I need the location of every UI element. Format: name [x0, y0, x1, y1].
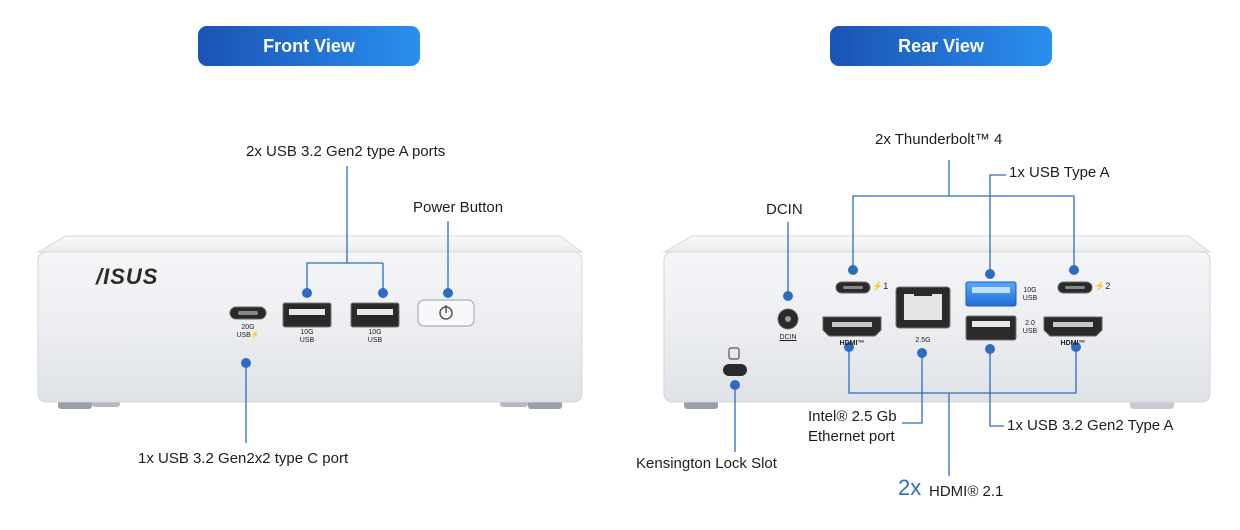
thunderbolt-2-tongue: [1065, 286, 1085, 289]
callout-power-button: Power Button: [413, 199, 504, 216]
rear-callout-lines: [734, 160, 1077, 476]
front-usba1-type-label: USB: [299, 337, 315, 344]
rear-hdmi2-port-label: HDMI™: [1060, 340, 1086, 347]
rear-usb10g-type-label: USB: [1022, 295, 1038, 302]
ethernet-contacts: [904, 294, 942, 320]
rear-top-lid: [662, 235, 1212, 253]
ethernet-notch: [914, 290, 932, 296]
rear-usb10g-speed-label: 10G: [1023, 287, 1037, 294]
callout-usb-a-ports: 2x USB 3.2 Gen2 type A ports: [246, 143, 446, 160]
front-usbc-speed-label: 20G: [241, 324, 255, 331]
rear-usb-2-port: [965, 315, 1017, 341]
rear-unit: [662, 235, 1212, 409]
front-top-lid: [36, 235, 584, 253]
front-callout-dots: [241, 288, 453, 368]
rear-callout-dots: [730, 265, 1081, 390]
rear-usb-10g-port: [965, 281, 1017, 307]
rear-tb2-port-label: ⚡2: [1094, 281, 1111, 291]
kensington-slot: [723, 364, 747, 376]
callout-ethernet-line2: Ethernet port: [808, 428, 895, 445]
front-usb-a-1-tongue: [289, 309, 325, 315]
callout-usb-c-port: 1x USB 3.2 Gen2x2 type C port: [138, 450, 349, 467]
dcin-pin: [785, 316, 791, 322]
front-usba2-type-label: USB: [367, 337, 383, 344]
hdmi-1-tongue: [832, 322, 872, 327]
callout-thunderbolt: 2x Thunderbolt™ 4: [875, 131, 1003, 148]
rear-usb-10g-tongue: [972, 287, 1010, 293]
callout-kensington: Kensington Lock Slot: [636, 455, 777, 472]
front-usba2-speed-label: 10G: [368, 329, 382, 336]
callout-ethernet-line1: Intel® 2.5 Gb: [808, 408, 897, 425]
front-view-header: Front View: [198, 26, 420, 66]
rear-view-header: Rear View: [830, 26, 1052, 66]
rear-dcin-port-label: DCIN: [779, 334, 797, 341]
rear-usb20-speed-label: 2.0: [1025, 320, 1035, 327]
front-usbc-type-label: USB⚡: [236, 332, 260, 339]
rear-hdmi1-port-label: HDMI™: [839, 340, 865, 347]
callout-hdmi-name: HDMI® 2.1: [929, 483, 1004, 500]
callout-usb-type-a: 1x USB Type A: [1009, 164, 1110, 181]
hdmi-2-tongue: [1053, 322, 1093, 327]
front-unit: /ISUS: [36, 235, 584, 409]
rear-tb1-port-label: ⚡1: [872, 281, 889, 291]
rear-usb-2-tongue: [972, 321, 1010, 327]
front-usb-c-tongue: [238, 311, 258, 315]
thunderbolt-1-tongue: [843, 286, 863, 289]
asus-logo: /ISUS: [95, 264, 158, 289]
front-callout-lines: [245, 166, 449, 443]
kensington-icon: [728, 347, 740, 360]
callout-usb-gen2-type-a: 1x USB 3.2 Gen2 Type A: [1007, 417, 1174, 434]
callout-dcin: DCIN: [766, 201, 803, 218]
front-usba1-speed-label: 10G: [300, 329, 314, 336]
front-usb-a-2-tongue: [357, 309, 393, 315]
rear-ethernet-port-label: 2.5G: [915, 337, 931, 344]
rear-usb20-type-label: USB: [1022, 328, 1038, 335]
callout-hdmi-count: 2x: [898, 475, 922, 500]
